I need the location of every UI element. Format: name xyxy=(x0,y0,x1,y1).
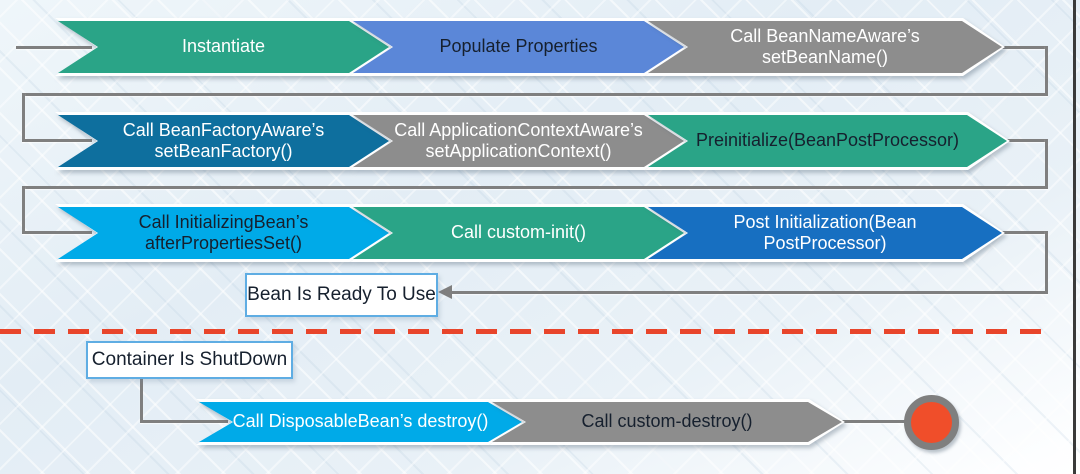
connector-shutdown-right xyxy=(140,420,228,423)
step-label: Preinitialize(BeanPostProcessor) xyxy=(695,130,960,151)
connector-row2-down xyxy=(1045,139,1048,189)
connector-row2-tip xyxy=(1003,139,1048,142)
connector-row1-return xyxy=(22,93,1048,96)
step-custom-init: Call custom-init() xyxy=(350,204,687,262)
connector-row1-left-down xyxy=(22,93,25,142)
ready-box: Bean Is Ready To Use xyxy=(245,273,438,317)
chevron-fill xyxy=(353,207,684,259)
shutdown-box-label: Container Is ShutDown xyxy=(91,349,288,370)
chevron-fill xyxy=(492,402,842,442)
chevron-fill xyxy=(58,115,389,167)
step-label: Populate Properties xyxy=(439,36,598,57)
right-edge-strip xyxy=(1073,0,1076,474)
connector-to-end-circle xyxy=(840,420,906,423)
connector-row1-tip xyxy=(998,46,1048,49)
step-disposable-bean-destroy: Call DisposableBean’s destroy() xyxy=(196,399,525,445)
connector-shutdown-down xyxy=(140,379,143,423)
step-label: Call DisposableBean’s destroy() xyxy=(232,411,489,432)
step-populate-properties: Populate Properties xyxy=(350,18,687,76)
step-label: Call custom-init() xyxy=(450,222,587,243)
connector-start-row1 xyxy=(16,46,92,49)
chevron-fill xyxy=(648,115,1007,167)
chevron-fill xyxy=(199,402,522,442)
connector-row2-return xyxy=(22,186,1048,189)
chevron-fill xyxy=(58,207,389,259)
lifecycle-divider-dashed-line xyxy=(0,329,1050,334)
step-label: Instantiate xyxy=(181,36,266,57)
step-instantiate: Instantiate xyxy=(55,18,392,76)
end-terminator-circle xyxy=(904,395,959,450)
arrowhead-ready-box xyxy=(438,285,452,299)
step-custom-destroy: Call custom-destroy() xyxy=(489,399,845,445)
connector-row3-tip xyxy=(1000,231,1048,234)
connector-row3-down xyxy=(1045,231,1048,294)
connector-start-row3 xyxy=(22,231,92,234)
connector-to-ready-box xyxy=(450,291,1048,294)
step-preinitialize: Preinitialize(BeanPostProcessor) xyxy=(645,112,1010,170)
chevron-fill xyxy=(648,207,1002,259)
chevron-fill xyxy=(353,21,684,73)
connector-start-row2 xyxy=(22,139,92,142)
connector-row2-left-down xyxy=(22,186,25,234)
connector-row1-down xyxy=(1045,46,1048,96)
shutdown-box: Container Is ShutDown xyxy=(86,341,293,379)
ready-box-label: Bean Is Ready To Use xyxy=(247,284,436,305)
step-label: Call custom-destroy() xyxy=(581,411,753,432)
chevron-fill xyxy=(353,115,684,167)
chevron-fill xyxy=(58,21,389,73)
chevron-fill xyxy=(648,21,1002,73)
